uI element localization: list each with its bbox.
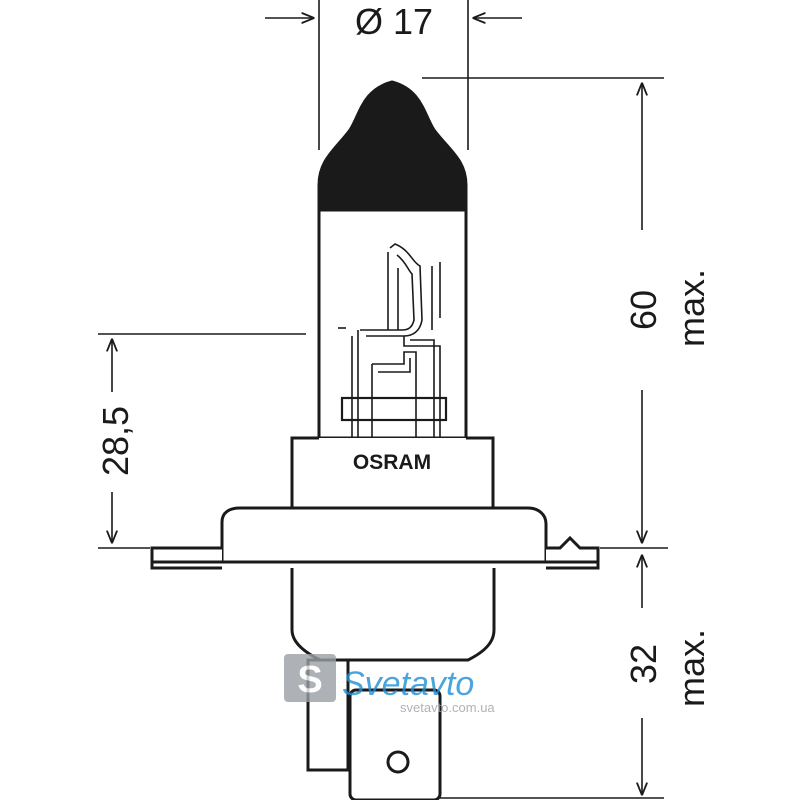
- glass-pinch: [340, 396, 448, 422]
- base-height-dimension: [440, 556, 664, 799]
- lead-wire-6: [378, 358, 411, 373]
- total-height-suffix: max.: [671, 269, 712, 347]
- filament-assembly: [338, 243, 448, 440]
- socket-body: [290, 568, 496, 802]
- watermark-logo-text: Svetavto: [342, 665, 474, 703]
- lead-wire-5: [372, 351, 417, 440]
- watermark-url: svetavto.com.ua: [400, 700, 495, 715]
- brand-label: OSRAM: [353, 451, 431, 474]
- flange-tab-left: [150, 546, 222, 570]
- terminal-hole: [386, 750, 410, 774]
- total-height-value: 60: [623, 290, 664, 330]
- total-height-dimension: [422, 77, 668, 549]
- socket-housing: [290, 568, 496, 662]
- watermark-logo: S Svetavto svetavto.com.ua: [284, 654, 495, 715]
- bulb-glass: [317, 80, 468, 440]
- filament-shield-outer: [366, 243, 423, 337]
- focal-distance-dimension: [98, 333, 306, 549]
- watermark-badge: [284, 654, 336, 702]
- flange-plate: [220, 506, 548, 562]
- lead-wire-4: [410, 339, 435, 440]
- base-flange: [150, 506, 600, 570]
- bulb-black-cap: [317, 80, 468, 212]
- filament-shield-inner: [360, 254, 415, 331]
- focal-distance-label: 28,5: [95, 406, 136, 476]
- diameter-dimension: [265, 0, 522, 150]
- base-height-value: 32: [623, 644, 664, 684]
- bulb-glass-body: [317, 208, 468, 440]
- watermark-badge-letter: S: [297, 659, 322, 701]
- diameter-label: Ø 17: [355, 1, 433, 42]
- lead-wire-3: [403, 336, 441, 440]
- base-height-suffix: max.: [671, 629, 712, 707]
